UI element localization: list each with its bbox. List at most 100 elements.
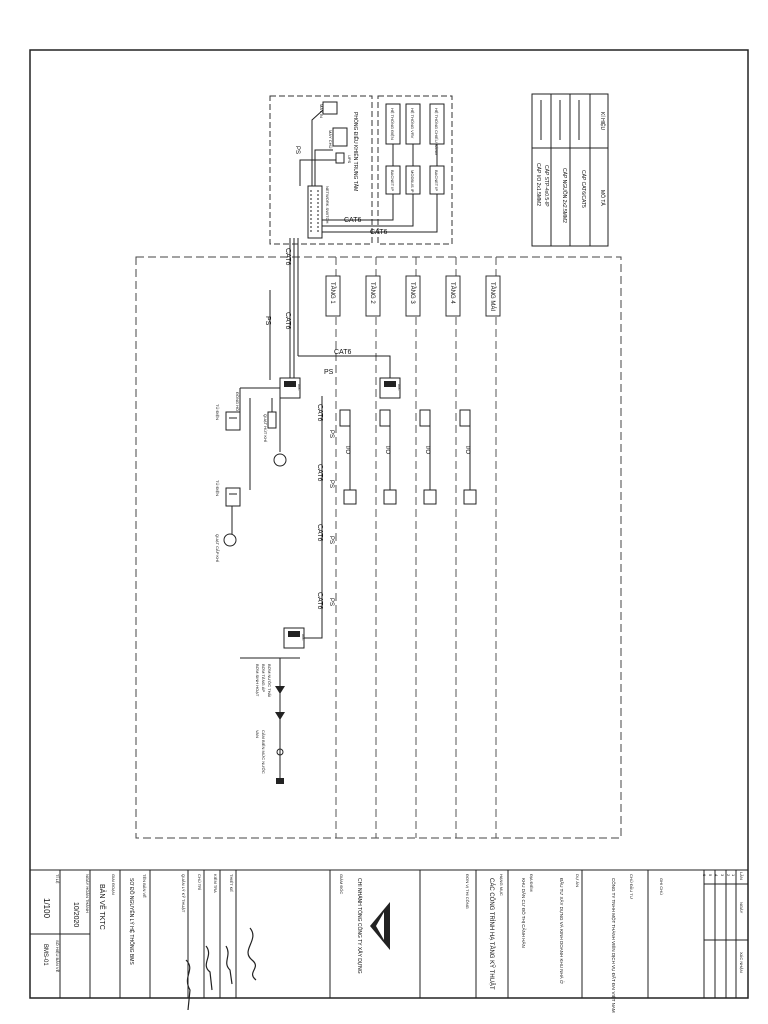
panel-label-2: TỦ ĐIỆN [215, 480, 220, 496]
work-name: CÁC CÔNG TRÌNH HẠ TẦNG KỸ THUẬT [488, 878, 495, 990]
ups-label: UPS [347, 155, 352, 164]
signature-4 [185, 959, 191, 1011]
floor-4-label: TẦNG 4 [449, 282, 456, 304]
owner-label: CHỦ ĐẦU TƯ [629, 874, 634, 900]
role-manager: QUẢN LÝ KỸ THUẬT [181, 874, 186, 913]
system-vrv: HỆ THỐNG VRV [410, 108, 415, 139]
project-label: DỰ ÁN [575, 874, 580, 887]
date-value: 10/2020 [72, 902, 79, 927]
svg-text:3: 3 [720, 874, 725, 877]
ps-label-run-2: PS [328, 480, 334, 488]
cat6-label-backbone-2: CAT6 [284, 312, 291, 329]
floor1-devices: ĐỒNG HỒ ĐIỆN TỦ ĐIỆN QUẠT HÚT KHÍ TỦ ĐIỆ… [215, 387, 287, 563]
cat6-label-run-3: CAT6 [316, 524, 323, 541]
cat6-label-sys-1: CAT6 [344, 217, 361, 224]
role-check: KIỂM TRA [213, 874, 218, 893]
floor-1-label: TẦNG 1 [329, 282, 336, 304]
pump-label-1: BƠM SINH HOẠT [255, 664, 260, 697]
work-label: HẠNG MỤC [499, 874, 504, 896]
project-name: ĐẦU TƯ XÂY DỰNG VÀ KINH DOANH KHU NHÀ Ở [559, 878, 565, 984]
drawing-title-label: TÊN BẢN VẼ [142, 874, 147, 898]
server-icon [332, 127, 348, 147]
role-design: THIẾT KẾ [229, 874, 234, 892]
floor-devices: I/O I/O I/O I/O [339, 409, 477, 505]
phase-label: GIAI ĐOẠN [111, 874, 116, 895]
director-label: GIÁM ĐỐC [339, 874, 344, 894]
legend-row-1: CÁP CAT6/CAT5 [580, 170, 587, 208]
legend-table: KÍ HIỆU MÔ TẢ CÁP CAT6/CAT5 CÁP NGUỒN 2x… [531, 93, 609, 247]
phase-value: BẢN VẼ TKTC [98, 884, 107, 930]
cat6-label-floor2: CAT6 [334, 349, 351, 356]
gateway-3: BACNET IP [390, 170, 395, 191]
pump-label-3: BƠM NƯỚC THẢI [267, 664, 272, 697]
signature-2 [225, 945, 233, 985]
title-block: LẦN NGÀY XÁC NHẬN 1 2 3 4 5 6 GHI CHÚ CH… [29, 869, 749, 1013]
fan2-label: QUẠT CẤP KHÍ [215, 534, 220, 563]
system-lighting: HỆ THỐNG CHIẾU SÁNG [434, 108, 439, 155]
svg-text:6: 6 [702, 874, 707, 877]
rev-header-approve: XÁC NHẬN [739, 952, 744, 973]
rev-header-date: NGÀY [739, 902, 744, 914]
pump-label-2: BƠM TĂNG ÁP [261, 664, 266, 692]
scale-label: TỈ LỆ [55, 874, 60, 884]
meter-label: ĐỒNG HỒ ĐIỆN [235, 392, 240, 422]
cat6-label-backbone-1: CAT6 [284, 248, 291, 265]
pump-label-5: CẢM BIẾN MỨC NƯỚC [261, 730, 266, 774]
cat6-label-run-1: CAT6 [316, 404, 323, 421]
io-label-1: I/O [344, 446, 350, 454]
contractor-label: ĐƠN VỊ THI CÔNG [465, 874, 470, 909]
ps-label-run-3: PS [328, 536, 334, 544]
network-switch-label: NETWORK SWITCH [325, 186, 330, 223]
svg-text:DDC: DDC [397, 384, 401, 391]
ps-label-run-4: PS [328, 598, 334, 606]
owner-name: CÔNG TY TNHH MỘT THÀNH VIÊN DỊCH VỤ ĐẤT … [611, 878, 618, 1013]
signature-1 [247, 927, 257, 981]
fan-label: QUẠT HÚT KHÍ [263, 414, 268, 443]
gateway-1: BACNET IP [434, 170, 439, 191]
panel-label: TỦ ĐIỆN [215, 404, 220, 420]
building-floors: TẦNG 1 TẦNG 2 TẦNG 3 TẦNG 4 TẦNG MÁI [135, 256, 622, 839]
floor-roof-label: TẦNG MÁI [489, 282, 496, 311]
legend-row-3: CÁP STP-4x0.5-IP [543, 165, 550, 207]
svg-text:DDC: DDC [297, 384, 301, 391]
backbone-cabling: CAT6 CAT6 PS CAT6 PS CAT6 CAT6 CAT6 CAT6… [264, 238, 391, 630]
role-lead: CHỦ TRÌ [197, 874, 202, 890]
rev-header-no: LẦN [739, 872, 744, 880]
legend-row-2: CÁP NGUỒN 2x2.5MM2 [561, 168, 568, 223]
cat6-label-run-2: CAT6 [316, 464, 323, 481]
network-switch-icon [307, 185, 323, 239]
printer-icon [322, 101, 338, 115]
legend-header-symbol: KÍ HIỆU [599, 112, 607, 130]
location-name: KHU DÂN CƯ ĐÔ THỊ CẢNH HÂN [521, 878, 527, 948]
legend-row-4: CÁP I/O 2x1.5MM2 [535, 163, 542, 206]
server-label: MÁY CHỦ [328, 130, 333, 148]
control-room-title: PHÒNG ĐIỀU KHIỂN TRUNG TÂM [352, 112, 359, 191]
sheet-number: BMS-01 [42, 944, 48, 966]
ps-label-floor2: PS [324, 369, 334, 376]
svg-text:DDC: DDC [301, 634, 305, 641]
signature-3 [205, 945, 213, 991]
floor-3-label: TẦNG 3 [409, 282, 416, 304]
ps-label-room: PS [294, 146, 300, 154]
notes-label: GHI CHÚ [659, 878, 664, 895]
legend-header-desc: MÔ TẢ [599, 190, 606, 206]
ps-label-backbone: PS [264, 316, 271, 326]
floor-2-label: TẦNG 2 [369, 282, 376, 304]
system-power: HỆ THỐNG ĐIỆN [390, 108, 395, 140]
drawing-title: SƠ ĐỒ NGUYÊN LÝ HỆ THỐNG BMS [128, 878, 136, 965]
svg-text:5: 5 [708, 874, 713, 877]
cat6-label-sys-2: CAT6 [370, 229, 387, 236]
location-label: ĐỊA ĐIỂM [529, 874, 534, 892]
svg-text:1: 1 [731, 874, 736, 877]
svg-text:4: 4 [714, 874, 719, 877]
cat6-label-run-4: CAT6 [316, 592, 323, 609]
io-label-3: I/O [424, 446, 430, 454]
ups-icon [335, 152, 345, 164]
sheet-label: SỐ HIỆU BẢN VẼ [55, 940, 60, 973]
date-label: NGÀY HOÀN THÀNH [85, 874, 90, 913]
io-label-2: I/O [384, 446, 390, 454]
ddc-controllers: DDC DDC DDC [279, 377, 401, 649]
integrated-systems: HỆ THỐNG CHIẾU SÁNG HỆ THỐNG VRV HỆ THỐN… [322, 95, 453, 245]
svg-text:2: 2 [726, 874, 731, 877]
